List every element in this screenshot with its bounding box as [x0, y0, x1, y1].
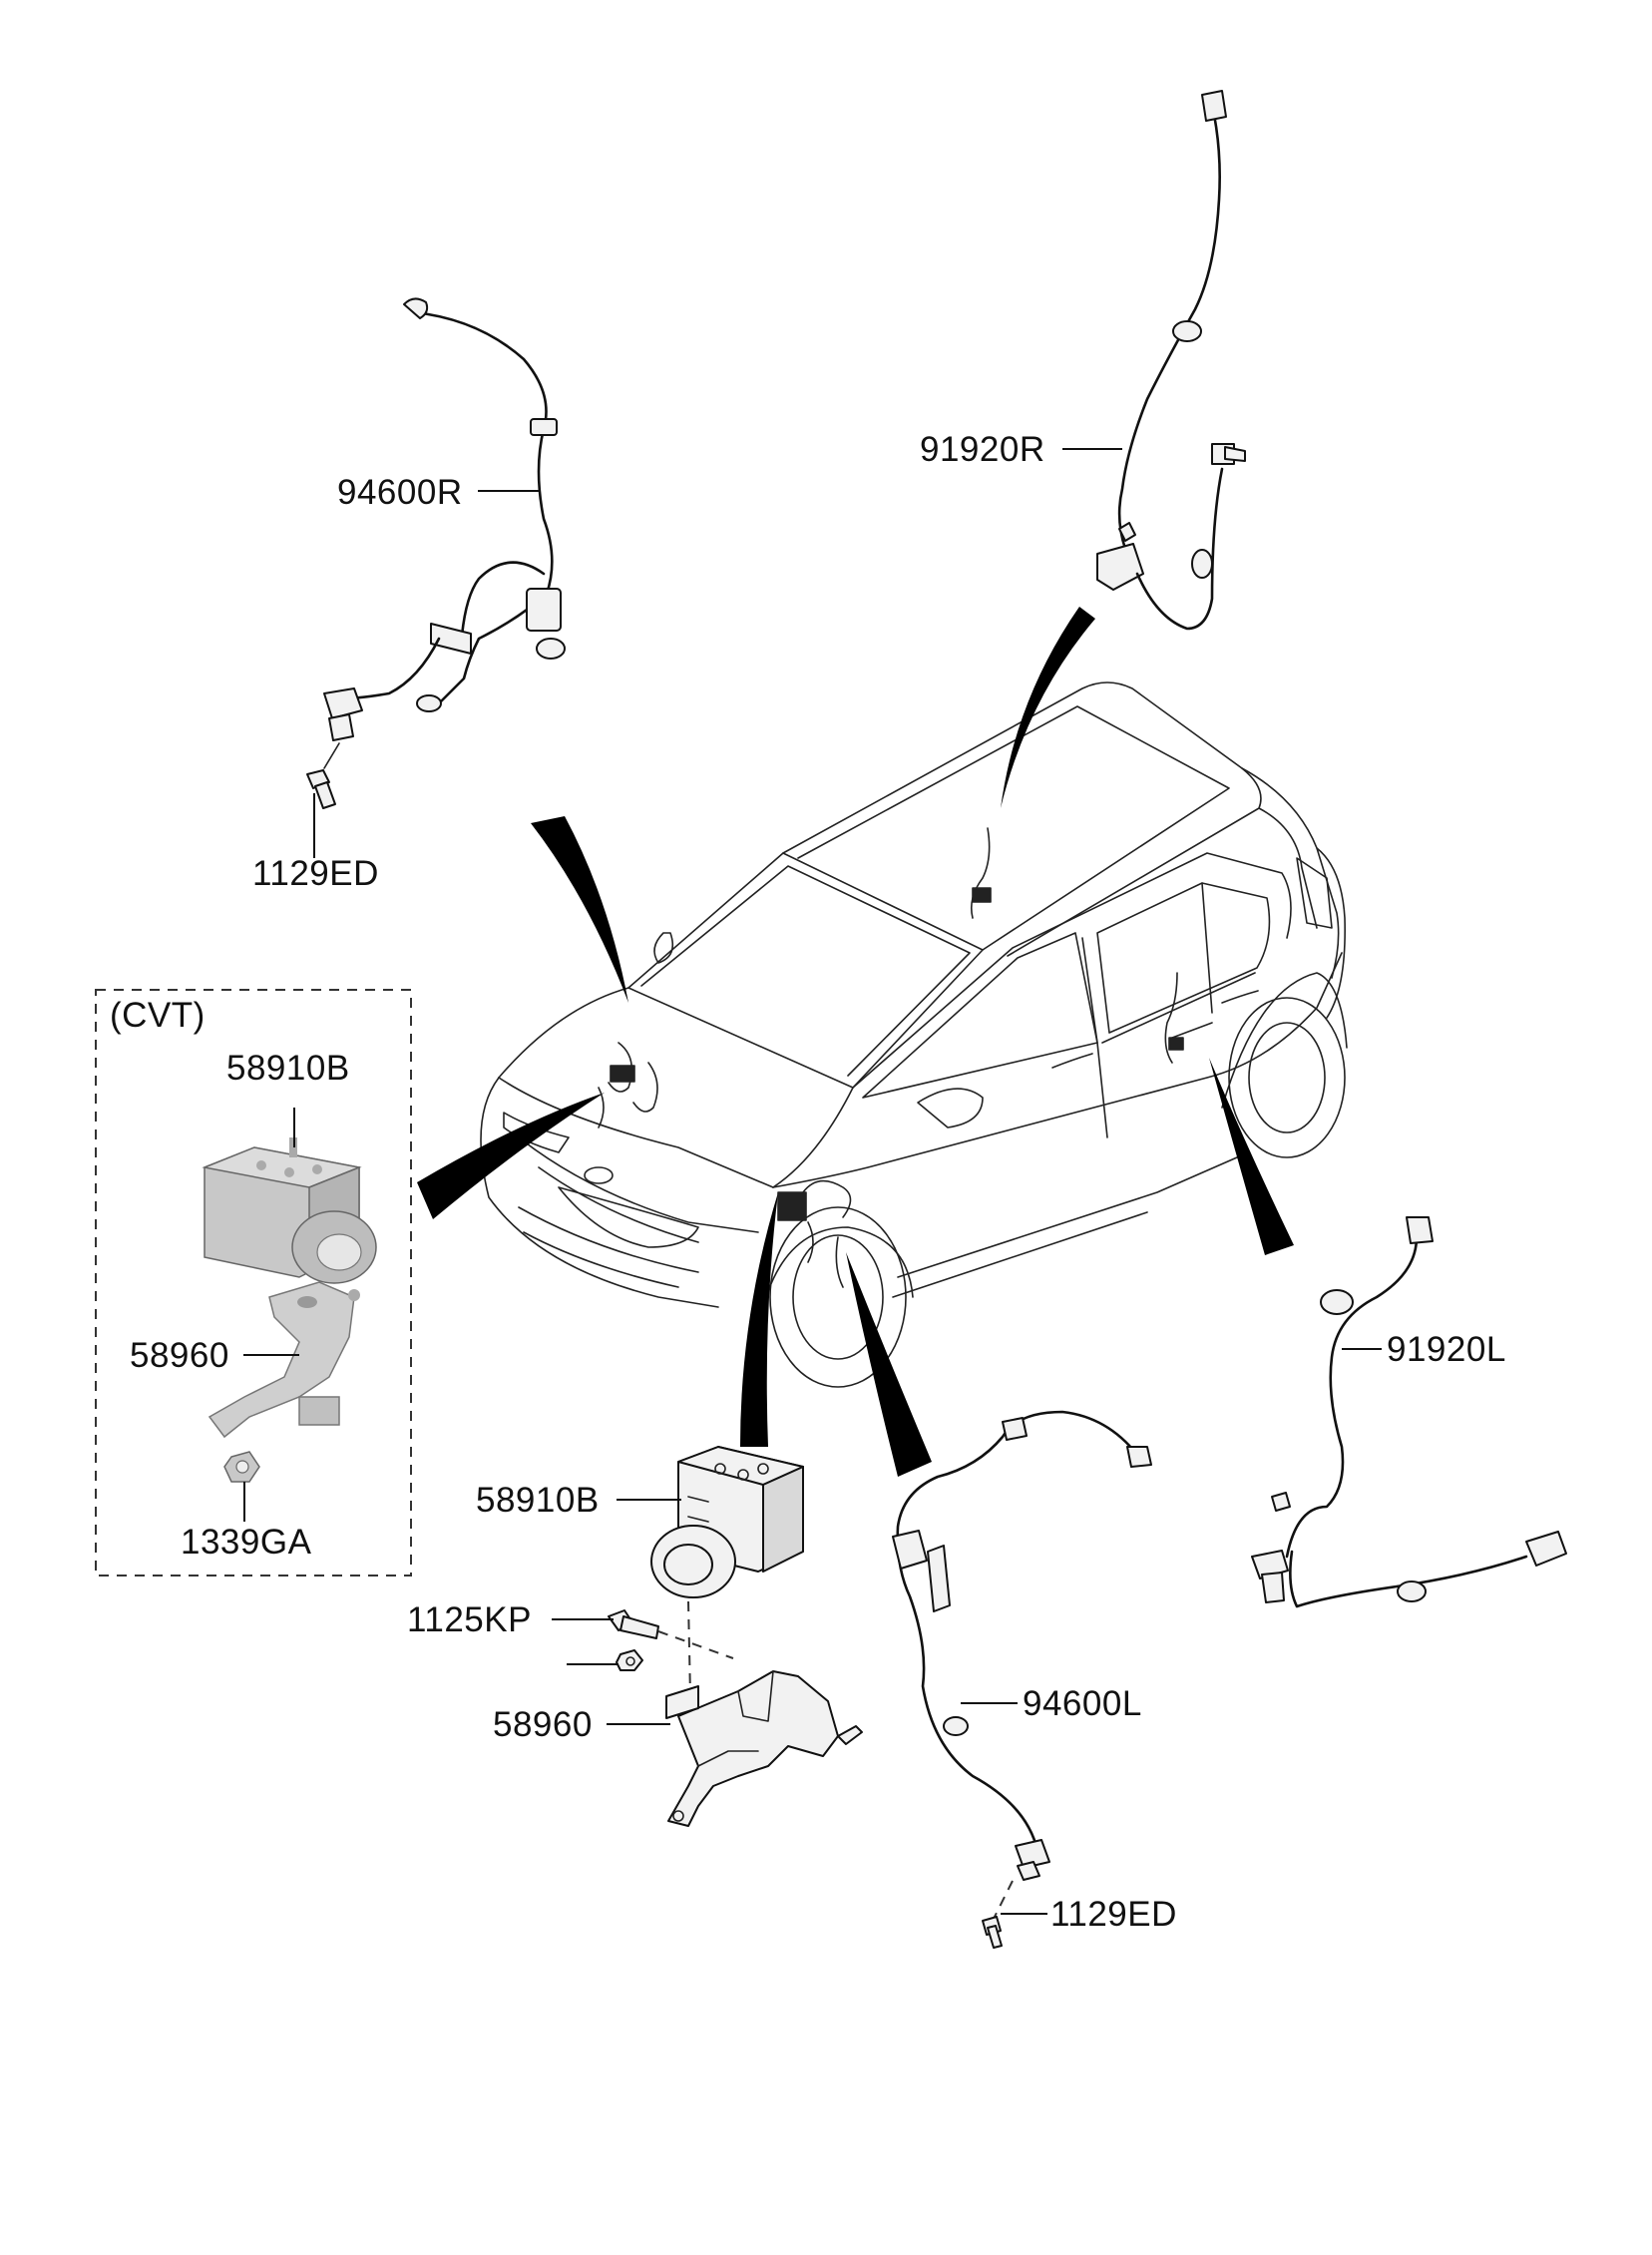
car-harness	[598, 827, 1213, 1288]
label-cvt-group: (CVT)	[110, 996, 206, 1035]
wheel-sensor-94600r	[306, 297, 566, 809]
nut-1339ga	[223, 1451, 260, 1483]
callout-94600r: 94600R	[337, 473, 463, 512]
nut-small	[616, 1649, 643, 1671]
callout-58910b-cvt: 58910B	[226, 1049, 350, 1088]
callout-91920l: 91920L	[1387, 1330, 1506, 1369]
callout-91920r: 91920R	[920, 430, 1045, 469]
cvt-group-box	[95, 989, 412, 1577]
bolt-1125kp	[608, 1609, 734, 1659]
bracket-cvt	[207, 1281, 360, 1439]
abs-unit-main	[650, 1446, 804, 1697]
abs-unit-cvt	[202, 1137, 377, 1284]
callout-1129ed-top: 1129ED	[252, 854, 379, 893]
callout-58960-cvt: 58960	[130, 1336, 229, 1375]
wheel-sensor-94600l	[892, 1410, 1152, 1949]
callout-94600l: 94600L	[1023, 1684, 1142, 1723]
bracket-main	[665, 1670, 863, 1827]
wheel-sensor-91920l	[1251, 1216, 1567, 1608]
callout-1339ga: 1339GA	[181, 1523, 312, 1562]
vehicle-body	[480, 681, 1348, 1388]
callout-1129ed-bottom: 1129ED	[1050, 1895, 1177, 1934]
pointer-wedges	[417, 607, 1294, 1477]
wheel-sensor-91920r	[1096, 90, 1246, 631]
callout-1125kp: 1125KP	[407, 1600, 532, 1639]
callout-58910b-main: 58910B	[476, 1481, 600, 1520]
leader-lines	[243, 448, 1382, 1915]
callout-58960-main: 58960	[493, 1705, 593, 1744]
